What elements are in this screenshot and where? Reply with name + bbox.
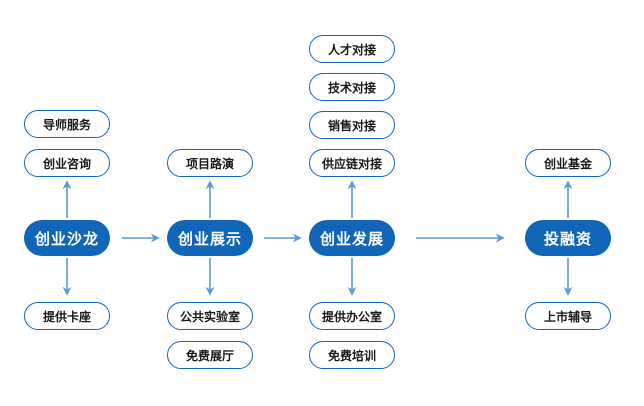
service-consulting: 创业咨询 <box>24 149 110 177</box>
service-mentor: 导师服务 <box>24 110 110 138</box>
stage-investment-financing: 投融资 <box>525 220 611 256</box>
service-office: 提供办公室 <box>309 302 395 330</box>
service-startup-fund: 创业基金 <box>525 149 611 177</box>
service-desk-seat: 提供卡座 <box>24 302 110 330</box>
service-public-lab: 公共实验室 <box>167 302 253 330</box>
service-ipo-guidance: 上市辅导 <box>525 302 611 330</box>
service-free-training: 免费培训 <box>309 341 395 369</box>
service-free-exhibition: 免费展厅 <box>167 341 253 369</box>
stage-startup-development: 创业发展 <box>309 220 395 256</box>
service-technology: 技术对接 <box>309 73 395 101</box>
stage-startup-salon: 创业沙龙 <box>24 220 110 256</box>
service-talent: 人才对接 <box>309 35 395 63</box>
stage-startup-showcase: 创业展示 <box>167 220 253 256</box>
service-sales: 销售对接 <box>309 111 395 139</box>
service-roadshow: 项目路演 <box>167 149 253 177</box>
service-supply-chain: 供应链对接 <box>309 149 395 177</box>
